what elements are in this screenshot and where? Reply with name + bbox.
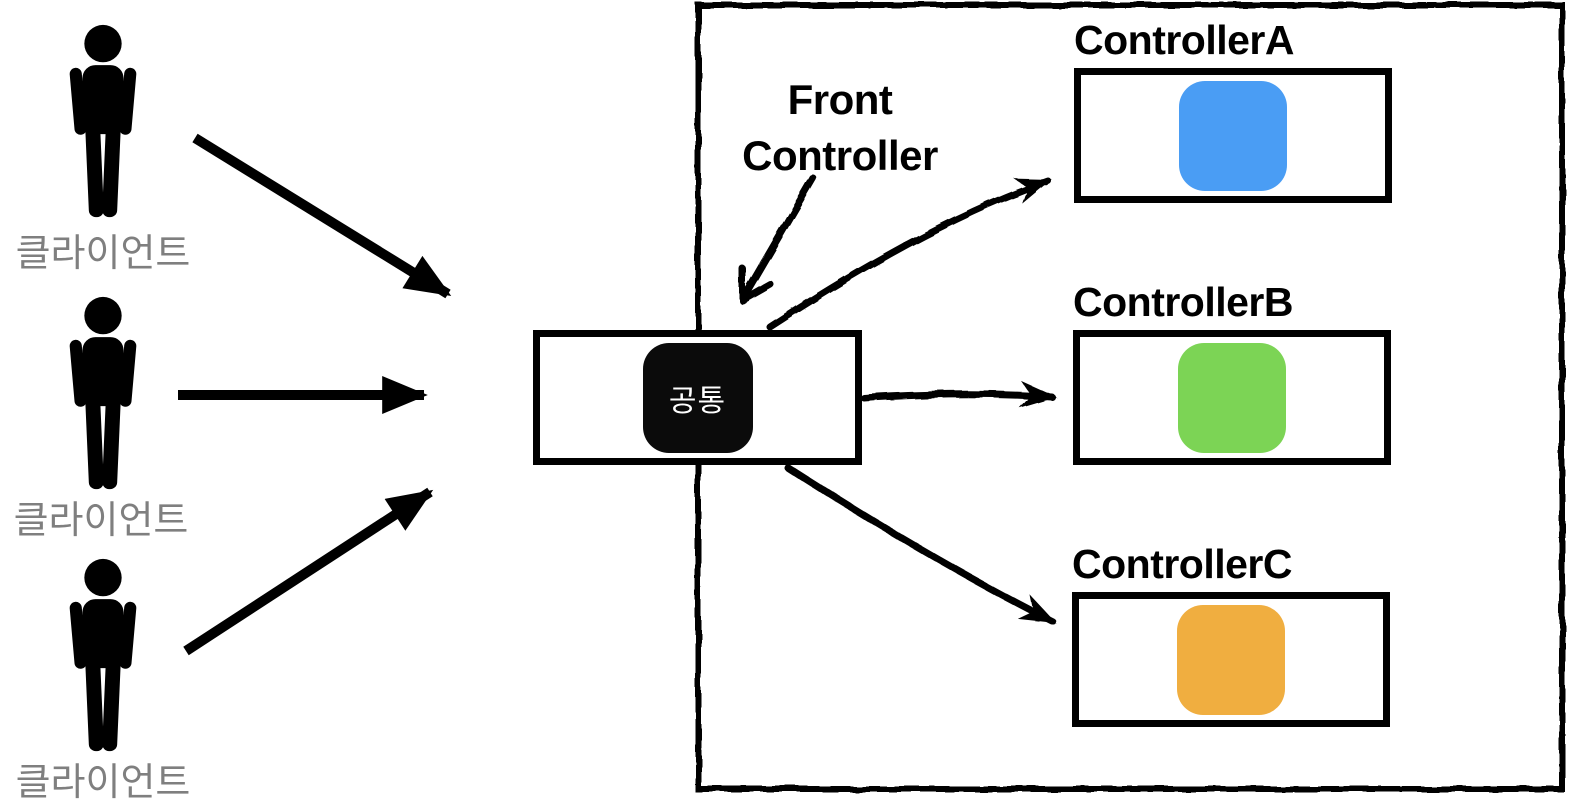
arrow-common-to-controller-b	[860, 381, 1057, 409]
controller-a-square	[1179, 80, 1287, 191]
client-3-label: 클라이언트	[15, 762, 191, 804]
client-2-label: 클라이언트	[13, 500, 189, 542]
annotation-arrow-icon	[738, 174, 817, 304]
common-box: 공통	[533, 330, 862, 465]
arrow-client1-to-common	[192, 133, 452, 299]
client-1-label: 클라이언트	[15, 233, 191, 275]
front-controller-annotation: Front Controller	[690, 72, 990, 184]
client-3-person-icon	[69, 558, 137, 752]
controller-b-square	[1178, 342, 1286, 453]
controller-a-label: ControllerA	[1074, 17, 1295, 63]
controller-b-box	[1073, 330, 1391, 465]
client-2-person-icon	[69, 296, 137, 490]
arrow-common-to-controller-c	[783, 463, 1057, 625]
controller-c-box	[1072, 592, 1390, 727]
arrow-client3-to-common	[183, 487, 434, 656]
controller-a-box	[1074, 68, 1392, 203]
controller-c-square	[1177, 604, 1285, 715]
arrow-common-to-controller-a	[766, 177, 1053, 331]
front-controller-annotation-line1: Front	[787, 76, 893, 123]
client-1-person-icon	[69, 24, 137, 218]
controller-b-label: ControllerB	[1073, 279, 1294, 325]
controller-c-label: ControllerC	[1072, 541, 1293, 587]
common-badge: 공통	[642, 342, 753, 453]
front-controller-annotation-line2: Controller	[742, 132, 938, 179]
